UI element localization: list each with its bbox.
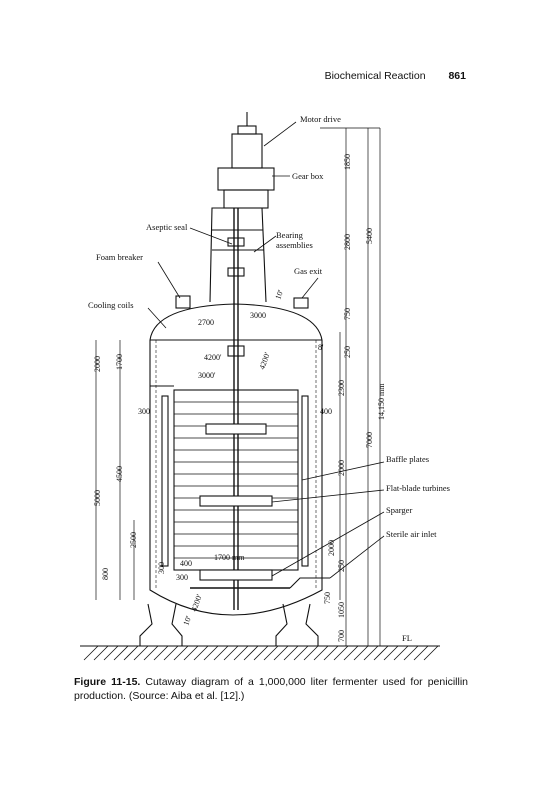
dim-300b: 300 xyxy=(157,562,166,574)
dim-5400: 5400 xyxy=(365,228,374,244)
label-aseptic-seal: Aseptic seal xyxy=(146,222,188,232)
dim-1700mm: 1700 mm xyxy=(214,553,245,562)
dim-10b: 10' xyxy=(181,614,193,626)
dim-4500: 4500 xyxy=(115,466,124,482)
turbine-lower xyxy=(199,569,273,581)
dim-2000b: 2000 xyxy=(327,540,336,556)
dim-800: 800 xyxy=(101,568,110,580)
vessel-top-head xyxy=(149,303,323,341)
dim-2500: 2500 xyxy=(129,532,138,548)
label-sterile-air-inlet: Sterile air inlet xyxy=(386,529,437,539)
dim-1850: 1850 xyxy=(343,154,352,170)
label-flat-blade-turbines: Flat-blade turbines xyxy=(386,483,450,493)
dim-250a: 250 xyxy=(343,346,352,358)
cooling-coils xyxy=(173,389,299,571)
dimension-lines xyxy=(95,127,381,646)
label-gear-box: Gear box xyxy=(292,171,324,181)
label-assemblies: assemblies xyxy=(276,240,313,250)
caption-text: Cutaway diagram of a 1,000,000 liter fer… xyxy=(74,676,468,702)
running-head-title: Biochemical Reaction xyxy=(324,70,426,82)
ground-hatch xyxy=(83,645,439,661)
dim-3000-prime: 3000' xyxy=(198,371,216,380)
page-number: 861 xyxy=(448,70,466,82)
dim-400: 400 xyxy=(320,407,332,416)
dim-1700-left: 1700 xyxy=(115,354,124,370)
dim-3000: 3000 xyxy=(250,311,266,320)
dim-4200b: 4200' xyxy=(189,593,204,613)
label-foam-breaker: Foam breaker xyxy=(96,252,143,262)
dim-300a: 300 xyxy=(138,407,150,416)
dim-8: 8' xyxy=(318,343,324,352)
figure-number: Figure 11-15. xyxy=(74,676,141,688)
baffle-right xyxy=(301,395,309,567)
foam-breaker xyxy=(175,295,191,309)
label-cooling-coils: Cooling coils xyxy=(88,300,134,310)
baffle-left xyxy=(161,395,169,567)
label-sparger: Sparger xyxy=(386,505,412,515)
dim-400b: 400 xyxy=(180,559,192,568)
dim-7000: 7000 xyxy=(365,432,374,448)
vessel-shell xyxy=(149,340,323,616)
label-baffle-plates: Baffle plates xyxy=(386,454,429,464)
gear-box xyxy=(217,167,275,191)
dim-14150: 14,150 mm xyxy=(377,383,386,420)
dim-2300: 2300 xyxy=(337,380,346,396)
dim-5000: 5000 xyxy=(93,490,102,506)
motor xyxy=(231,133,263,169)
dim-4200a: 4200' xyxy=(257,351,272,371)
label-gas-exit: Gas exit xyxy=(294,266,323,276)
dim-300c: 300 xyxy=(176,573,188,582)
dim-2000-left: 2000 xyxy=(93,356,102,372)
figure-caption: Figure 11-15. Cutaway diagram of a 1,000… xyxy=(74,676,468,703)
right-leg xyxy=(275,603,319,647)
air-inlet-pipe xyxy=(289,577,330,589)
running-head: Biochemical Reaction 861 xyxy=(0,70,466,82)
left-leg xyxy=(139,603,183,647)
dim-4200: 4200' xyxy=(204,353,222,362)
coil-lines xyxy=(174,401,298,559)
dim-750b: 750 xyxy=(323,592,332,604)
label-motor-drive: Motor drive xyxy=(300,114,341,124)
label-fl: FL xyxy=(402,633,412,643)
bearing-assembly xyxy=(227,237,245,247)
dim-750a: 750 xyxy=(343,308,352,320)
dim-10a: 10' xyxy=(273,288,285,300)
turbine-middle xyxy=(199,495,273,507)
dim-2800: 2800 xyxy=(343,234,352,250)
dim-700: 700 xyxy=(337,630,346,642)
dim-1050: 1050 xyxy=(337,602,346,618)
dim-2000: 2000 xyxy=(337,460,346,476)
gas-exit-nozzle xyxy=(293,297,309,309)
label-bearing: Bearing xyxy=(276,230,304,240)
turbine-upper xyxy=(205,423,267,435)
dim-250b: 250 xyxy=(337,560,346,572)
dim-2700: 2700 xyxy=(198,318,214,327)
